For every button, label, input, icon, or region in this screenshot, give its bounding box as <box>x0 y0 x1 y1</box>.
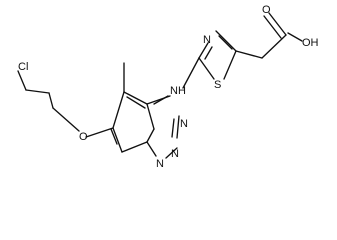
bond-core-3 <box>146 128 155 143</box>
chemical-structure-diagram: OH O N S NH N N N Cl O <box>17 4 319 170</box>
thiazole-nitrogen-label: N <box>203 34 211 46</box>
bond-ch2-thiazole <box>235 50 263 59</box>
bond-thiazole-lower-right <box>223 50 237 80</box>
bond-core-10 <box>146 95 171 105</box>
pyrimidine-middle-nitrogen-label: N <box>171 148 179 160</box>
bond-carbonyl-2 <box>263 15 282 39</box>
bond-core-5 <box>112 127 123 153</box>
bond-amine-thiazole <box>182 57 200 89</box>
amine-nh-label: NH <box>170 85 186 97</box>
bond-ether-ring <box>85 127 114 138</box>
bond-core-9 <box>176 115 180 139</box>
atom-label-set: OH O N S NH N N N Cl O <box>18 4 319 170</box>
pyrimidine-bottom-nitrogen-label: N <box>156 158 164 170</box>
bond-thiazole-top-inner <box>218 35 233 50</box>
bond-acid-ch2 <box>261 34 287 59</box>
bond-set <box>17 12 303 159</box>
acid-oh-label: OH <box>302 37 319 49</box>
bond-carbonyl-1 <box>268 12 287 36</box>
bond-thiazole-n-left-inner <box>204 46 213 60</box>
molecule-drawing: OH O N S NH N N N Cl O <box>17 4 319 170</box>
bond-acid-oh <box>287 32 303 42</box>
pyrimidine-top-nitrogen-label: N <box>180 118 188 130</box>
bond-thiazole-n-left <box>198 42 209 59</box>
bond-core-8 <box>165 147 178 159</box>
bond-core-4 <box>121 141 148 153</box>
thiazole-sulfur-label: S <box>214 79 221 91</box>
bond-thiazole-lower-left <box>198 57 215 80</box>
bond-propyl-2 <box>48 92 54 109</box>
bond-propyl-4 <box>17 70 27 91</box>
bond-core-6 <box>112 91 125 129</box>
bond-core-5-inner <box>110 128 118 145</box>
carbonyl-oxygen-label: O <box>262 4 271 16</box>
bond-core-1-inner <box>126 96 146 109</box>
bond-thiazole-top <box>215 30 237 52</box>
ether-oxygen-label: O <box>79 131 88 143</box>
bond-core-7 <box>146 141 157 157</box>
bond-core-2 <box>146 103 155 130</box>
bond-propyl-1 <box>52 107 80 132</box>
bond-core-9-inner <box>171 118 175 138</box>
bond-core-1 <box>123 91 148 105</box>
bond-propyl-3 <box>25 89 50 94</box>
chloro-label: Cl <box>18 61 28 73</box>
